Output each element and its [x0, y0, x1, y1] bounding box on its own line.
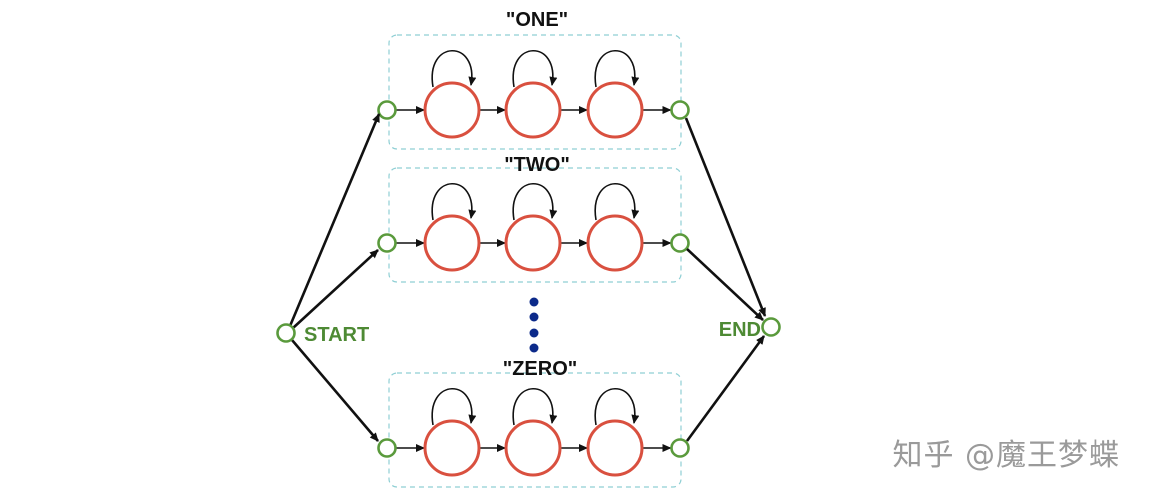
word-box-two — [388, 167, 682, 283]
exit-node — [670, 233, 690, 253]
arrow-one-to-end — [684, 117, 767, 317]
arrow-start-to-zero — [291, 339, 379, 442]
hmm-state — [504, 214, 562, 272]
hmm-state — [423, 214, 481, 272]
chain-one — [377, 50, 690, 139]
exit-node — [670, 438, 690, 458]
self-loop-arrow — [431, 183, 477, 221]
entry-node — [377, 438, 397, 458]
entry-node — [377, 233, 397, 253]
arrow-two-to-end — [686, 248, 764, 321]
word-label-two: "TWO" — [504, 154, 570, 176]
entry-node — [377, 100, 397, 120]
ellipsis-dot — [529, 312, 539, 322]
ellipsis-dots — [529, 297, 539, 353]
self-loop-arrow — [431, 388, 477, 426]
hmm-state — [423, 81, 481, 139]
self-loop-arrow — [594, 388, 640, 426]
arrow-zero-to-end — [685, 335, 766, 442]
hmm-state — [586, 214, 644, 272]
chain-zero — [377, 388, 690, 477]
ellipsis-dot — [529, 343, 539, 353]
self-loop-arrow — [594, 183, 640, 221]
arrow-start-to-two — [292, 249, 379, 329]
hmm-state — [423, 419, 481, 477]
start-end-connections — [288, 113, 767, 442]
ellipsis-dot — [529, 328, 539, 338]
watermark-text: 知乎 @魔王梦蝶 — [892, 438, 1120, 473]
hmm-state — [504, 81, 562, 139]
self-loop-arrow — [512, 50, 558, 88]
self-loop-arrow — [512, 388, 558, 426]
end-label: END — [719, 319, 761, 341]
ellipsis-dot — [529, 297, 539, 307]
hmm-state — [586, 81, 644, 139]
hmm-state — [504, 419, 562, 477]
word-box-zero — [388, 372, 682, 488]
word-label-one: "ONE" — [506, 9, 568, 31]
start-node — [276, 323, 296, 343]
word-state-chains — [377, 50, 690, 477]
start-label: START — [304, 324, 369, 346]
exit-node — [670, 100, 690, 120]
self-loop-arrow — [512, 183, 558, 221]
end-node — [761, 317, 781, 337]
self-loop-arrow — [594, 50, 640, 88]
self-loop-arrow — [431, 50, 477, 88]
word-box-one — [388, 34, 682, 150]
word-label-zero: "ZERO" — [503, 358, 578, 380]
hmm-state — [586, 419, 644, 477]
chain-two — [377, 183, 690, 272]
arrow-start-to-one — [288, 113, 381, 327]
